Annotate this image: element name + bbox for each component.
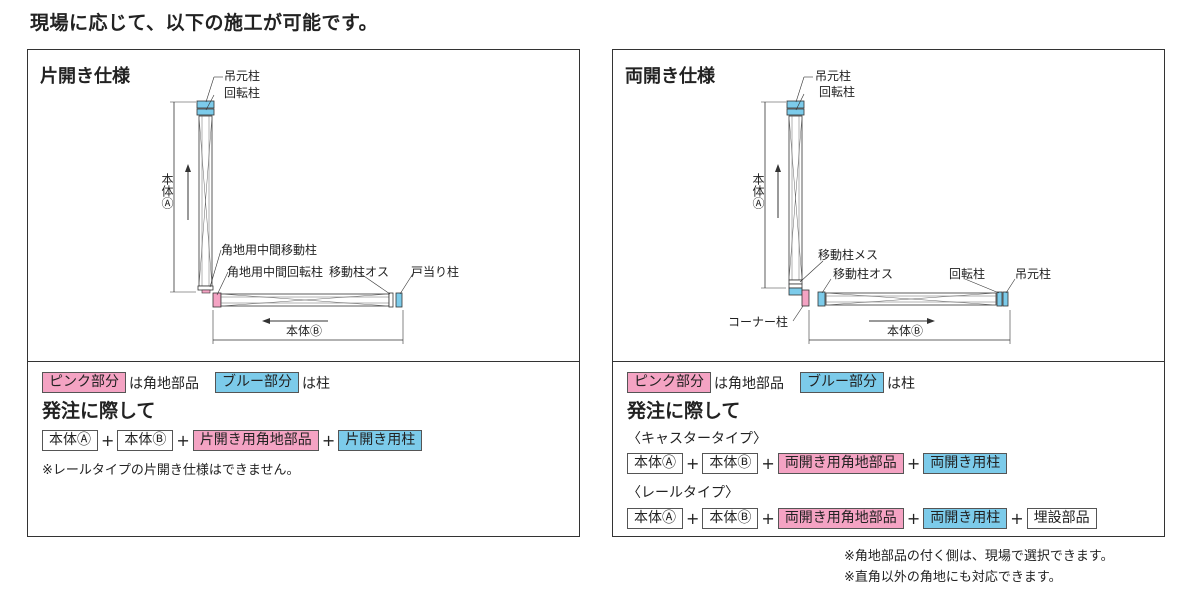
body-b-label: 本体Ⓑ — [887, 324, 924, 338]
hanging-post-label: 吊元柱 — [224, 69, 261, 83]
order-heading: 発注に際して — [42, 400, 156, 422]
double-opening-diagram — [761, 76, 1016, 344]
order-buried-parts: 埋設部品 — [1026, 508, 1097, 529]
body-a-label: 本体Ⓐ — [160, 173, 174, 209]
panel-divider — [613, 361, 1164, 362]
moving-post-male — [388, 292, 394, 308]
caster-order-formula: 本体Ⓐ + 本体Ⓑ + 両開き用角地部品 + 両開き用柱 — [627, 453, 1008, 474]
rail-order-formula: 本体Ⓐ + 本体Ⓑ + 両開き用角地部品 + 両開き用柱 + 埋設部品 — [627, 508, 1097, 529]
rail-type-heading: 〈レールタイプ〉 — [627, 485, 739, 501]
plus-sign: + — [686, 454, 700, 473]
moving-post-female-label: 移動柱メス — [818, 248, 879, 262]
moving-post-male-a — [788, 283, 803, 289]
plus-sign: + — [761, 509, 775, 528]
moving-post-male-b — [817, 291, 826, 307]
blue-legend-text: は柱 — [887, 375, 915, 392]
pink-legend-tag: ピンク部分 — [627, 372, 711, 393]
panel-divider — [28, 361, 579, 362]
blue-legend-text: は柱 — [302, 375, 330, 392]
order-corner-parts: 片開き用角地部品 — [192, 430, 319, 451]
blue-legend-tag: ブルー部分 — [215, 372, 299, 393]
order-posts: 片開き用柱 — [338, 430, 423, 451]
pink-legend-text: は角地部品 — [714, 375, 784, 392]
corner-moving-post-label: 角地用中間移動柱 — [221, 243, 318, 257]
plus-sign: + — [761, 454, 775, 473]
page-heading: 現場に応じて、以下の施工が可能です。 — [30, 12, 379, 34]
stop-post — [395, 292, 403, 308]
order-body-b: 本体Ⓑ — [702, 453, 759, 474]
hanging-post-b — [1002, 291, 1009, 307]
plus-sign: + — [101, 431, 115, 450]
plus-sign: + — [321, 431, 336, 450]
pink-legend-tag: ピンク部分 — [42, 372, 126, 393]
stop-post-label: 戸当り柱 — [411, 265, 460, 279]
pink-legend-text: は角地部品 — [129, 375, 199, 392]
body-a-label: 本体Ⓐ — [751, 173, 765, 209]
hanging-post — [196, 100, 215, 109]
order-body-a: 本体Ⓐ — [627, 453, 683, 474]
hanging-post — [786, 100, 805, 109]
order-corner-parts: 両開き用角地部品 — [777, 508, 904, 529]
order-formula: 本体Ⓐ + 本体Ⓑ + 片開き用角地部品 + 片開き用柱 — [42, 430, 423, 451]
rotating-post-label: 回転柱 — [819, 85, 856, 99]
corner-post-label: コーナー柱 — [728, 315, 789, 329]
corner-rotating-post-label: 角地用中間回転柱 — [227, 265, 324, 279]
order-posts: 両開き用柱 — [923, 453, 1008, 474]
corner-moving-post-pink — [201, 289, 211, 294]
double-opening-title: 両開き仕様 — [625, 66, 715, 87]
hanging-post-b-label: 吊元柱 — [1015, 267, 1052, 281]
rotating-post-b — [996, 291, 1003, 307]
color-legend: ピンク部分 は角地部品 ブルー部分 は柱 — [42, 372, 330, 393]
single-opening-diagram — [170, 76, 415, 344]
plus-sign: + — [176, 431, 190, 450]
rotating-post — [786, 108, 805, 116]
single-opening-panel: 片開き仕様 — [27, 49, 580, 537]
order-body-a: 本体Ⓐ — [42, 430, 98, 451]
corner-rotating-post — [212, 292, 222, 308]
order-corner-parts: 両開き用角地部品 — [777, 453, 904, 474]
plus-sign: + — [906, 509, 921, 528]
order-body-a: 本体Ⓐ — [627, 508, 683, 529]
rotating-post-b-label: 回転柱 — [949, 267, 986, 281]
moving-post-male-label: 移動柱オス — [833, 267, 894, 281]
hanging-post-label: 吊元柱 — [815, 69, 852, 83]
corner-moving-post — [197, 285, 214, 291]
order-heading: 発注に際して — [627, 400, 741, 422]
color-legend: ピンク部分 は角地部品 ブルー部分 は柱 — [627, 372, 915, 393]
footnote-line-2: ※直角以外の角地にも対応できます。 — [844, 570, 1062, 585]
plus-sign: + — [906, 454, 921, 473]
plus-sign: + — [1010, 509, 1024, 528]
rotating-post — [196, 108, 215, 116]
footnote-line-1: ※角地部品の付く側は、現場で選択できます。 — [844, 549, 1114, 564]
moving-post-male-label: 移動柱オス — [329, 265, 390, 279]
order-body-b: 本体Ⓑ — [117, 430, 174, 451]
blue-legend-tag: ブルー部分 — [800, 372, 884, 393]
corner-part-pink — [801, 289, 810, 307]
single-opening-title: 片開き仕様 — [40, 66, 130, 87]
rail-note: ※レールタイプの片開き仕様はできません。 — [42, 463, 300, 478]
rotating-post-label: 回転柱 — [224, 86, 261, 100]
body-b-label: 本体Ⓑ — [286, 324, 323, 338]
corner-post — [788, 287, 803, 296]
caster-type-heading: 〈キャスタータイプ〉 — [627, 431, 767, 447]
order-body-b: 本体Ⓑ — [702, 508, 759, 529]
double-opening-panel: 両開き仕様 — [612, 49, 1165, 537]
plus-sign: + — [686, 509, 700, 528]
order-posts: 両開き用柱 — [923, 508, 1008, 529]
